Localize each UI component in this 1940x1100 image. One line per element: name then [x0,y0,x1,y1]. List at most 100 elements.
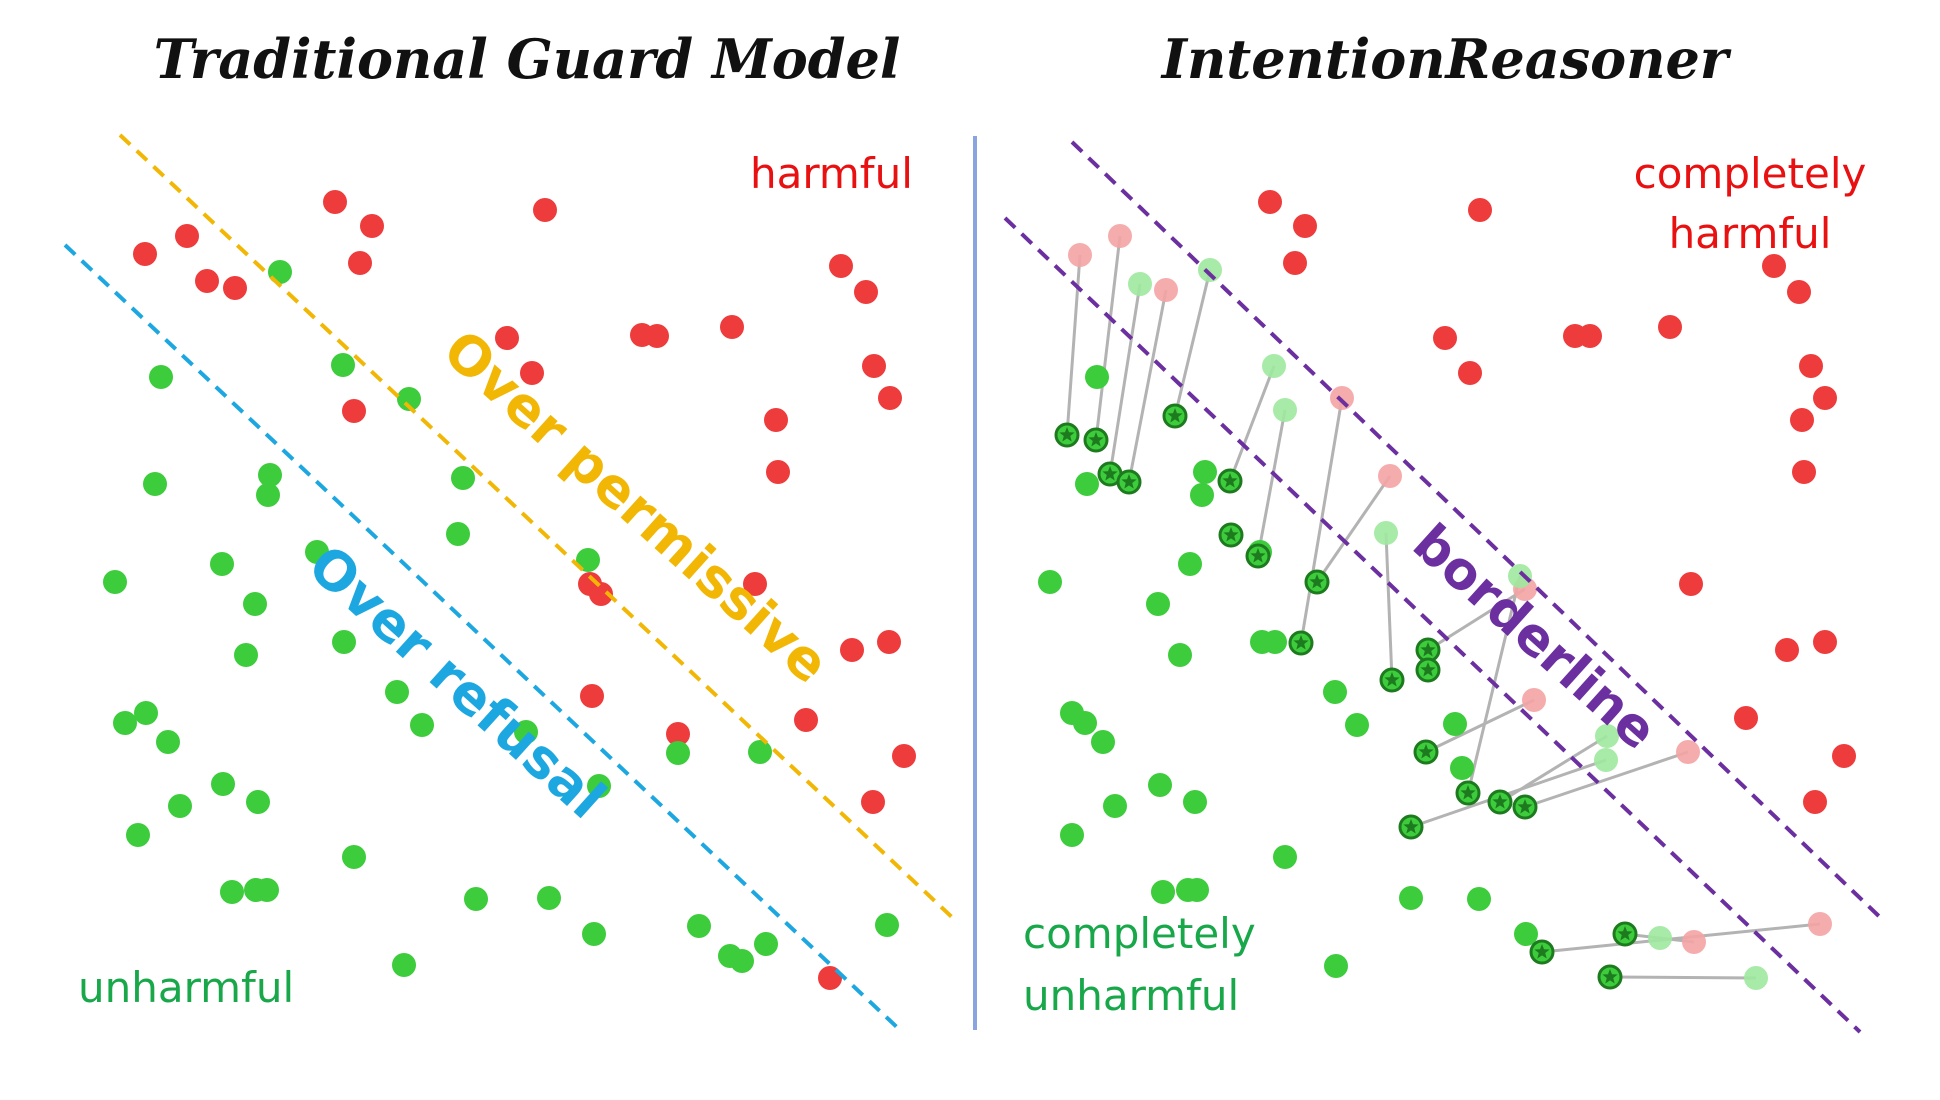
harmful-point [133,242,157,266]
harmful-point [342,399,366,423]
unharmful-point [246,790,270,814]
harmful-point [589,582,613,606]
unharmful-point [1345,713,1369,737]
harmful-point [829,254,853,278]
harmful-point [1792,460,1816,484]
reasoned-star-point [1398,814,1424,840]
harmful-point [854,280,878,304]
harmful-point [323,190,347,214]
unharmful-point [1467,887,1491,911]
over-permissive-boundary [118,133,957,922]
harmful-point [861,790,885,814]
unharmful-point [1060,823,1084,847]
harmful-point [195,269,219,293]
unharmful-point [243,592,267,616]
unharmful-point [342,845,366,869]
unharmful-point [149,365,173,389]
unharmful-point [410,713,434,737]
unharmful-point [1148,773,1172,797]
star-icon [1223,527,1239,542]
unharmful-point [1091,730,1115,754]
star-icon [1309,574,1325,589]
reasoned-star-point [1245,543,1271,569]
unharmful-point [258,463,282,487]
harmful-point [766,460,790,484]
unharmful-point [1151,880,1175,904]
harmful-point [1799,354,1823,378]
reasoned-star-point [1218,522,1244,548]
original-unharmful-point [1262,354,1286,378]
star-icon [1250,548,1266,563]
unharmful-point [332,630,356,654]
unharmful-point [392,953,416,977]
unharmful-point [582,922,606,946]
original-unharmful-point [1648,926,1672,950]
reasoned-star-point [1415,657,1441,683]
harmful-point [348,251,372,275]
star-icon [1102,466,1118,481]
left-unharmful-label: unharmful [78,963,294,1012]
original-unharmful-point [1273,398,1297,422]
left-point-layer [103,190,916,990]
unharmful-point [268,260,292,284]
unharmful-point [234,643,258,667]
harmful-point [1433,326,1457,350]
unharmful-point [1168,643,1192,667]
unharmful-point [1190,483,1214,507]
star-icon [1088,432,1104,447]
original-harmful-point [1676,740,1700,764]
unharmful-point [1193,460,1217,484]
reasoned-star-point [1413,739,1439,765]
unharmful-point [134,701,158,725]
borderline-label: borderline [1401,513,1668,761]
harmful-point [666,722,690,746]
unharmful-point [666,741,690,765]
original-unharmful-point [1508,564,1532,588]
harmful-point [1775,638,1799,662]
unharmful-point [103,570,127,594]
harmful-point [495,326,519,350]
harmful-point [360,214,384,238]
unharmful-point [256,483,280,507]
left-harmful-label: harmful [750,149,913,198]
original-harmful-point [1378,464,1402,488]
unharmful-point [1514,922,1538,946]
reasoned-star-point [1455,780,1481,806]
harmful-point [520,361,544,385]
reasoned-star-point [1512,794,1538,820]
unharmful-point [1060,701,1084,725]
original-unharmful-point [1595,724,1619,748]
reasoned-star-point [1612,921,1638,947]
original-unharmful-point [1198,258,1222,282]
harmful-point [1813,630,1837,654]
reasoning-connector [1127,289,1168,483]
original-harmful-point [1682,930,1706,954]
over-permissive-label: Over permissive [431,318,841,696]
unharmful-point [514,720,538,744]
unharmful-point [1146,592,1170,616]
unharmful-point [397,387,421,411]
harmful-point [1790,408,1814,432]
star-icon [1167,408,1183,423]
harmful-point [1468,198,1492,222]
harmful-point [1813,386,1837,410]
unharmful-point [687,914,711,938]
unharmful-point [446,522,470,546]
unharmful-point [451,466,475,490]
unharmful-point [1323,680,1347,704]
harmful-point [878,386,902,410]
borderline-upper-boundary [1070,140,1887,924]
unharmful-point [211,772,235,796]
harmful-point [720,315,744,339]
reasoned-star-point [1304,569,1330,595]
reasoning-connector [1425,698,1535,754]
left-panel-title: Traditional Guard Model [154,27,901,91]
harmful-point [877,630,901,654]
original-unharmful-point [1744,966,1768,990]
right-point-layer [1038,190,1856,990]
reasoned-star-point [1529,939,1555,965]
reasoned-star-point [1379,667,1405,693]
harmful-point [1283,251,1307,275]
unharmful-point [730,949,754,973]
original-harmful-point [1108,224,1132,248]
